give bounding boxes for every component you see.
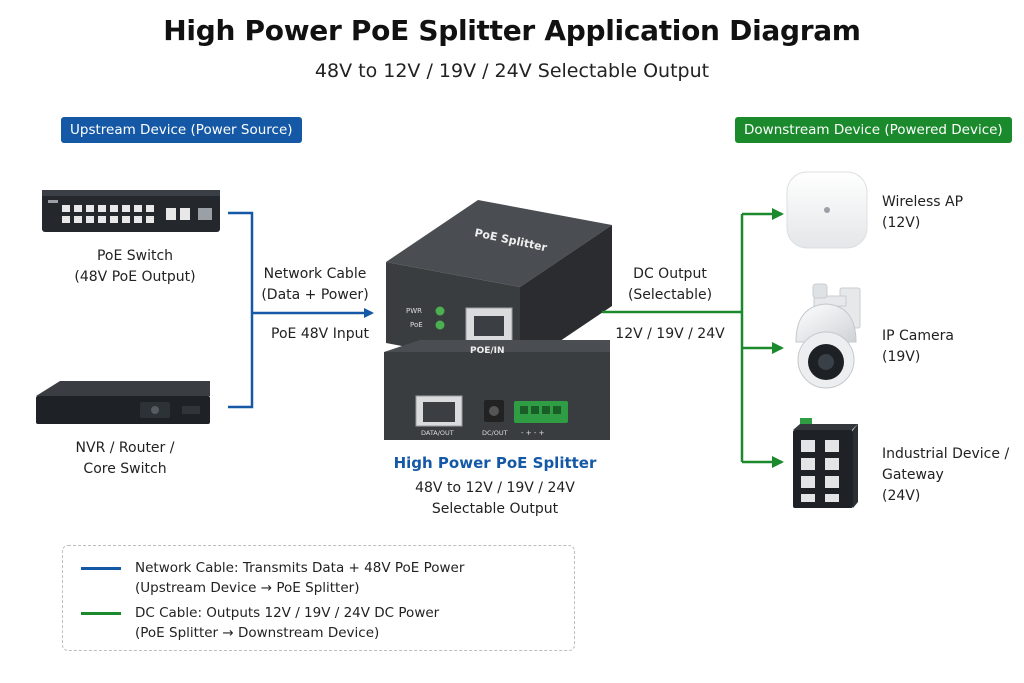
- data-out-label: DATA/OUT: [421, 429, 454, 437]
- dc-cable-lines: [602, 208, 784, 468]
- legend-dc-swatch: [81, 612, 121, 615]
- legend-dc-line1: DC Cable: Outputs 12V / 19V / 24V DC Pow…: [135, 605, 440, 621]
- ip-camera-name: IP Camera: [882, 328, 954, 344]
- wireless-ap-voltage: (12V): [882, 215, 921, 231]
- ip-camera-icon: [795, 283, 861, 389]
- network-cable-text: Network Cable: [263, 266, 367, 282]
- poe-led-label: PoE: [410, 321, 423, 329]
- dc-output-detail: (Selectable): [627, 287, 713, 303]
- poe-switch-icon: [42, 190, 220, 232]
- dc-output-text: DC Output: [633, 266, 707, 282]
- network-cable-lines: [228, 211, 374, 409]
- downstream-badge: Downstream Device (Powered Device): [735, 117, 1012, 143]
- industrial-device-name2: Gateway: [882, 467, 944, 483]
- industrial-device-name: Industrial Device /: [882, 446, 1010, 462]
- splitter-desc-line1: 48V to 12V / 19V / 24V: [415, 480, 575, 496]
- splitter-description: 48V to 12V / 19V / 24V Selectable Output: [380, 478, 610, 520]
- voltage-options-label: 12V / 19V / 24V: [615, 326, 725, 342]
- wireless-ap-label: Wireless AP (12V): [882, 192, 963, 234]
- industrial-device-label: Industrial Device / Gateway (24V): [882, 444, 1009, 507]
- nvr-label: NVR / Router / Core Switch: [40, 438, 210, 480]
- industrial-device-voltage: (24V): [882, 488, 921, 504]
- poe-switch-detail: (48V PoE Output): [74, 269, 196, 285]
- poe-switch-name: PoE Switch: [96, 248, 174, 264]
- splitter-name: High Power PoE Splitter: [393, 454, 597, 472]
- poe-input-label: PoE 48V Input: [271, 326, 369, 342]
- wireless-ap-icon: [786, 171, 868, 249]
- nvr-detail: Core Switch: [83, 461, 167, 477]
- page-title: High Power PoE Splitter Application Diag…: [163, 14, 861, 47]
- nvr-icon: [36, 381, 210, 424]
- legend-network-line2: (Upstream Device → PoE Splitter): [135, 580, 360, 596]
- legend-network-line1: Network Cable: Transmits Data + 48V PoE …: [135, 560, 465, 576]
- dc-out-label: DC/OUT: [482, 429, 508, 437]
- dc-output-label: DC Output (Selectable): [610, 264, 730, 306]
- legend-box: Network Cable: Transmits Data + 48V PoE …: [62, 545, 575, 651]
- splitter-desc-line2: Selectable Output: [431, 501, 559, 517]
- legend-dc-text: DC Cable: Outputs 12V / 19V / 24V DC Pow…: [135, 603, 439, 643]
- network-cable-label: Network Cable (Data + Power): [250, 264, 380, 306]
- pwr-led-label: PWR: [406, 307, 422, 315]
- page-subtitle: 48V to 12V / 19V / 24V Selectable Output: [314, 60, 710, 82]
- upstream-badge: Upstream Device (Power Source): [61, 117, 302, 143]
- terminal-sign-label: - + - +: [521, 429, 545, 437]
- ip-camera-label: IP Camera (19V): [882, 326, 954, 368]
- poe-switch-label: PoE Switch (48V PoE Output): [50, 246, 220, 288]
- nvr-name: NVR / Router /: [75, 440, 175, 456]
- network-cable-detail: (Data + Power): [261, 287, 369, 303]
- legend-network-swatch: [81, 567, 121, 570]
- legend-dc-line2: (PoE Splitter → Downstream Device): [135, 625, 380, 641]
- legend-network-text: Network Cable: Transmits Data + 48V PoE …: [135, 558, 464, 598]
- poe-in-label: POE/IN: [470, 346, 505, 356]
- wireless-ap-name: Wireless AP: [882, 194, 964, 210]
- ip-camera-voltage: (19V): [882, 349, 921, 365]
- industrial-switch-icon: [793, 418, 858, 508]
- poe-splitter-icon: PoE Splitter PWR PoE POE/IN DATA/OUT DC/…: [384, 200, 612, 440]
